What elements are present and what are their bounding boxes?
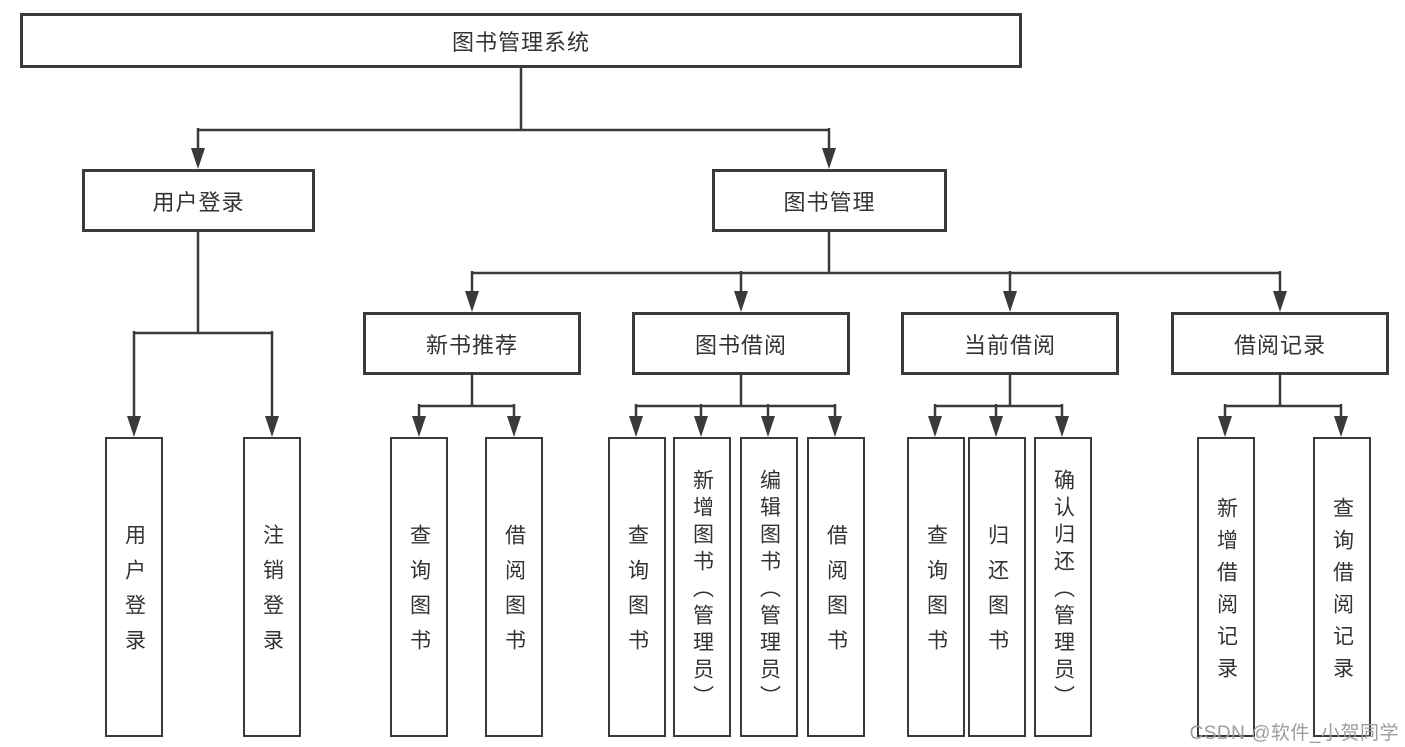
node-book-management-label: 图书管理	[783, 189, 876, 215]
leaf-add-borrow-record-label: 新增借阅记录	[1214, 496, 1238, 689]
leaf-user-login: 用户登录	[105, 437, 163, 737]
leaf-query-books-recommend: 查询图书	[390, 437, 448, 737]
node-book-management: 图书管理	[712, 169, 947, 232]
leaf-borrow-books: 借阅图书	[807, 437, 865, 737]
csdn-watermark: CSDN @软件_小贺同学	[1189, 723, 1399, 744]
leaf-edit-books-admin: 编辑图书（管理员）	[740, 437, 798, 737]
leaf-add-books-admin: 新增图书（管理员）	[673, 437, 731, 737]
node-root-system: 图书管理系统	[20, 13, 1022, 68]
leaf-confirm-return-admin-label: 确认归还（管理员）	[1051, 468, 1075, 712]
node-current-borrowing: 当前借阅	[901, 312, 1119, 375]
leaf-query-books-recommend-label: 查询图书	[407, 524, 431, 664]
leaf-logout-label: 注销登录	[260, 524, 284, 664]
node-new-book-recommend-label: 新书推荐	[425, 332, 518, 358]
leaf-borrow-books-label: 借阅图书	[824, 524, 848, 664]
leaf-query-borrow-record-label: 查询借阅记录	[1330, 496, 1354, 689]
leaf-logout: 注销登录	[243, 437, 301, 737]
leaf-return-books: 归还图书	[968, 437, 1026, 737]
node-user-login-label: 用户登录	[152, 189, 245, 215]
node-current-borrowing-label: 当前借阅	[963, 332, 1056, 358]
leaf-return-books-label: 归还图书	[985, 524, 1009, 664]
node-root-label: 图书管理系统	[451, 29, 590, 55]
node-borrowing-records: 借阅记录	[1171, 312, 1389, 375]
leaf-query-books-borrow-label: 查询图书	[625, 524, 649, 664]
leaf-query-borrow-record: 查询借阅记录	[1313, 437, 1371, 737]
node-new-book-recommend: 新书推荐	[363, 312, 581, 375]
leaf-edit-books-admin-label: 编辑图书（管理员）	[757, 468, 781, 712]
leaf-add-borrow-record: 新增借阅记录	[1197, 437, 1255, 737]
leaf-add-books-admin-label: 新增图书（管理员）	[690, 468, 714, 712]
node-book-borrowing: 图书借阅	[632, 312, 850, 375]
leaf-borrow-books-recommend-label: 借阅图书	[502, 524, 526, 664]
node-borrowing-records-label: 借阅记录	[1233, 332, 1326, 358]
leaf-confirm-return-admin: 确认归还（管理员）	[1034, 437, 1092, 737]
leaf-user-login-label: 用户登录	[122, 524, 146, 664]
leaf-query-books-current-label: 查询图书	[924, 524, 948, 664]
leaf-query-books-borrow: 查询图书	[608, 437, 666, 737]
leaf-borrow-books-recommend: 借阅图书	[485, 437, 543, 737]
leaf-query-books-current: 查询图书	[907, 437, 965, 737]
node-user-login: 用户登录	[82, 169, 315, 232]
arrowhead-group	[127, 148, 1348, 437]
node-book-borrowing-label: 图书借阅	[694, 332, 787, 358]
